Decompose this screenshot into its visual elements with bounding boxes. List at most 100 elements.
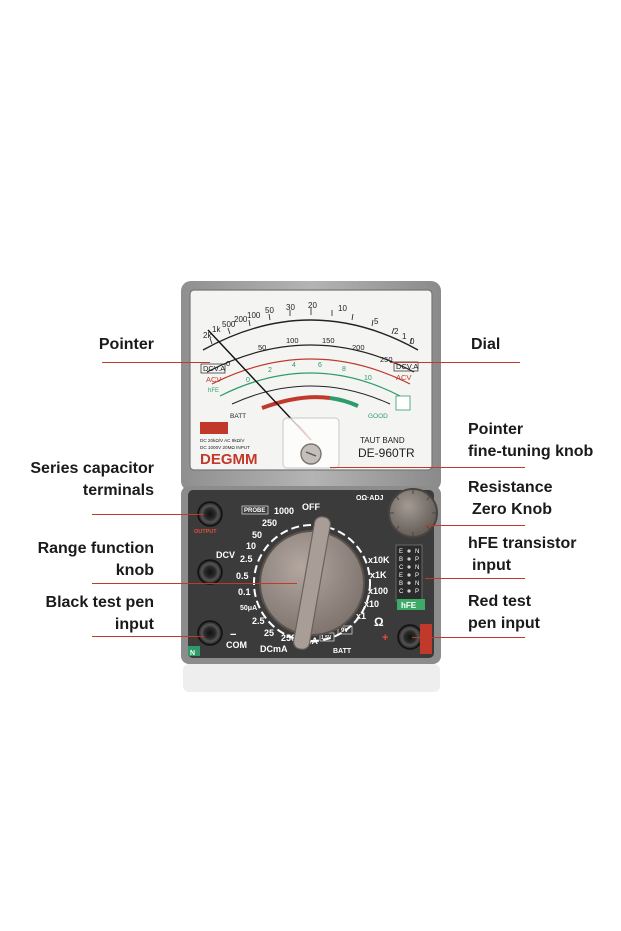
dial-window: [189, 289, 433, 471]
svg-text:P: P: [415, 557, 419, 563]
black-test-pen-jack[interactable]: [197, 620, 223, 646]
range-ohm-x10: x10: [364, 599, 379, 609]
leader-fine-tune: [330, 467, 525, 468]
callout-range-line1: Range function: [37, 540, 154, 557]
range-aux-jack[interactable]: [197, 559, 223, 585]
svg-text:C: C: [399, 565, 404, 571]
scale-tags: DCV.A DCV.A ACV ACV hFE BATT GOOD: [200, 361, 419, 420]
scale-label: 10: [364, 375, 372, 382]
off-label: OFF: [302, 502, 320, 512]
callout-pointer: Pointer: [60, 334, 154, 356]
callout-red-line2: pen input: [468, 615, 540, 632]
scale-label: 0: [410, 337, 415, 346]
range-ohm-x10k: x10K: [368, 555, 390, 565]
n-corner-mark: [188, 646, 200, 656]
output-label: OUTPUT: [194, 529, 217, 535]
batt-label: BATT: [333, 648, 352, 655]
callout-black-line1: Black test pen: [45, 594, 154, 611]
callout-series-capacitor: Series capacitor terminals: [10, 458, 154, 502]
hfe-arc: [219, 372, 401, 397]
callout-resistance-zero: Resistance Zero Knob: [468, 477, 608, 521]
scale-label: 10: [338, 304, 347, 313]
callout-range-line2: knob: [115, 562, 154, 579]
dcv-arc: [206, 344, 415, 373]
scale-label: 500: [222, 320, 236, 329]
callout-dial: Dial: [471, 334, 591, 356]
range-dcma-2.5: 2.5: [252, 616, 265, 626]
callout-hfe-line1: hFE transistor: [468, 535, 577, 552]
scale-label: 0: [246, 377, 250, 384]
model-label: DE-960TR: [358, 446, 415, 460]
scale-label: 1k: [212, 325, 221, 334]
acv-tag-left: ACV: [206, 375, 221, 384]
hfe-tag: hFE: [208, 388, 219, 394]
ticks: [209, 308, 413, 345]
svg-text:N: N: [415, 581, 419, 587]
scale-label: 50: [258, 343, 266, 352]
range-dcv-50: 50: [252, 530, 262, 540]
svg-text:N: N: [415, 565, 419, 571]
scale-label: 4: [292, 362, 296, 369]
range-dcv-250: 250: [262, 518, 277, 528]
com-label: COM: [226, 640, 247, 650]
callout-pointer-text: Pointer: [98, 336, 154, 353]
ohm-arc: [202, 319, 419, 351]
svg-text:C: C: [399, 589, 404, 595]
ohm-symbol: Ω: [374, 615, 384, 629]
range-dcv-0.1: 0.1: [238, 587, 251, 597]
scale-label: 2: [268, 367, 272, 374]
acv-tag-right: ACV: [396, 373, 411, 382]
svg-text:E: E: [399, 549, 403, 555]
callout-fine-tune-line1: Pointer: [468, 421, 524, 438]
range-knob-pointer: [292, 516, 332, 650]
scale-label: 150: [322, 336, 335, 345]
scale-label: 50: [265, 306, 274, 315]
dcv-label: DCV: [216, 550, 235, 560]
svg-text:B: B: [399, 557, 403, 563]
leader-res-zero: [425, 525, 525, 526]
scale-label: 6: [318, 362, 322, 369]
good-tag: GOOD: [368, 413, 388, 420]
callout-res-zero-line1: Resistance: [468, 479, 553, 496]
scale-label: 200: [234, 315, 248, 324]
svg-text:E: E: [399, 573, 403, 579]
scale-label: 100: [247, 311, 261, 320]
leader-hfe: [425, 578, 525, 579]
batt-1.5v: 1.5V: [321, 635, 332, 641]
scale-label: 200: [352, 343, 365, 352]
leader-pointer: [102, 362, 210, 363]
callout-res-zero-line2: Zero Knob: [472, 501, 552, 518]
svg-text:B: B: [399, 581, 403, 587]
range-dcma-25: 25: [264, 628, 274, 638]
scale-label: 2: [394, 327, 399, 336]
band-label: TAUT BAND: [360, 436, 405, 445]
svg-text:P: P: [415, 573, 419, 579]
callout-dial-text: Dial: [471, 336, 501, 353]
dcv-a-tag-left: DCV.A: [203, 364, 225, 373]
scale-label: 1: [402, 332, 407, 341]
batt-tag: BATT: [230, 413, 246, 420]
dial-scales: [202, 319, 419, 410]
leader-series-cap: [92, 514, 204, 515]
scale-label: 5: [374, 317, 379, 326]
range-ohm-x1k: x1K: [370, 570, 387, 580]
scale-label: 100: [286, 336, 299, 345]
callout-fine-tuning: Pointer fine-tuning knob: [468, 419, 618, 463]
svg-text:N: N: [415, 549, 419, 555]
range-ohm-x100: x100: [368, 586, 388, 596]
callout-red-line1: Red test: [468, 593, 532, 610]
callout-black-pen: Black test pen input: [10, 592, 154, 636]
scale-label: 30: [286, 303, 295, 312]
li-arc: [231, 385, 391, 405]
pivot-cover: [282, 417, 340, 469]
probe-label: PROBE: [244, 508, 265, 514]
ohm-adj-label: OΩ·ADJ: [356, 495, 383, 502]
hfe-box-label: hFE: [401, 601, 417, 610]
callout-series-cap-line1: Series capacitor: [30, 460, 154, 477]
dcma-label: DCmA: [260, 644, 288, 654]
scale-mid-labels: 0 2 4 6 8 10: [246, 362, 372, 384]
range-ohm-x1: x1: [356, 611, 366, 621]
leader-black: [92, 636, 204, 637]
leader-red: [412, 637, 525, 638]
callout-fine-tune-line2: fine-tuning knob: [468, 443, 594, 460]
